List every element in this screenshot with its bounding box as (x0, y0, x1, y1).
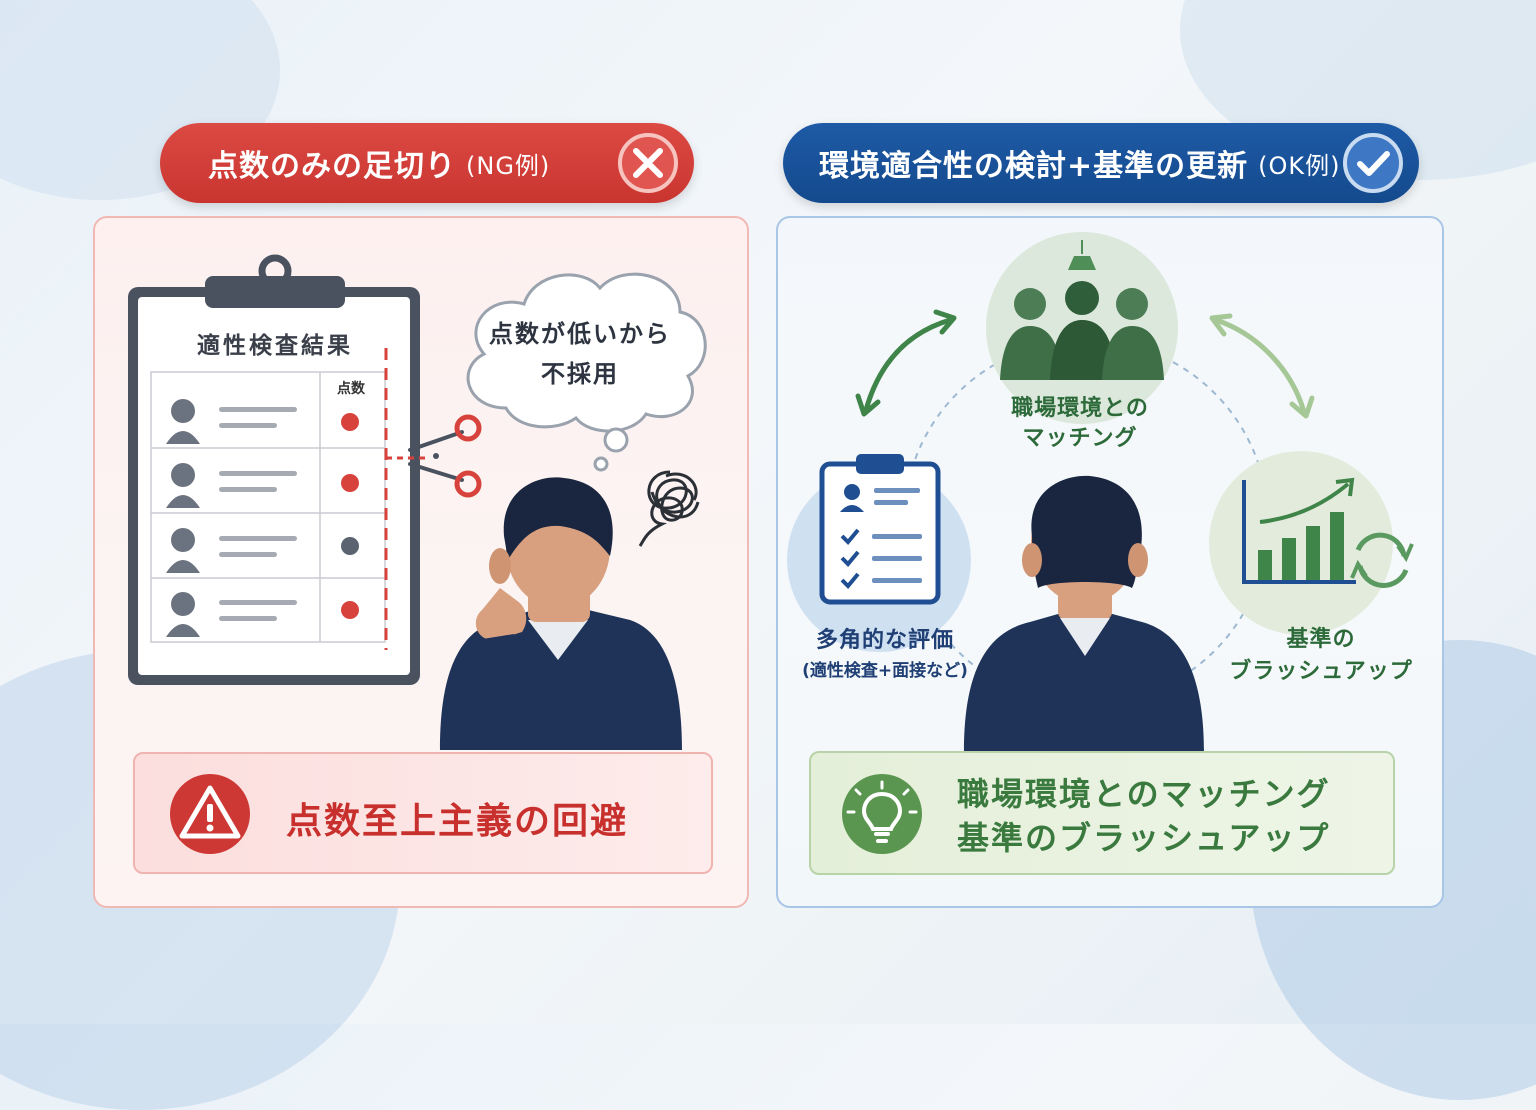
node-standard-label: 基準の ブラッシュアップ (1206, 624, 1436, 688)
node-eval-sub-label: (適性検査+面接など) (802, 661, 968, 681)
thought-line-1: 点数が低いから (489, 320, 671, 348)
growth-chart-icon (1242, 477, 1414, 588)
clipboard-illustration (128, 254, 420, 685)
table-row (166, 592, 359, 637)
table-row (166, 399, 359, 444)
ok-header: 環境適合性の検討+基準の更新 (OK例) (783, 123, 1419, 203)
scissors-icon (384, 348, 482, 650)
node-match-label: 職場環境との マッチング (980, 394, 1180, 454)
table-row (166, 528, 359, 573)
ok-header-title: 環境適合性の検討+基準の更新 (819, 149, 1249, 184)
clipboard-title: 適性検査結果 (197, 333, 353, 359)
lightbulb-icon (842, 774, 922, 854)
ok-summary-text: 職場環境とのマッチング 基準のブラッシュアップ (957, 772, 1331, 860)
x-circle-icon (616, 131, 680, 195)
thought-bubble (466, 272, 707, 472)
node-standard-line-2: ブラッシュアップ (1229, 659, 1413, 684)
ok-header-suffix: (OK例) (1258, 151, 1341, 180)
ng-header-title: 点数のみの足切り (208, 149, 456, 184)
score-column-label: 点数 (337, 381, 365, 397)
ng-header: 点数のみの足切り (NG例) (160, 123, 694, 203)
check-circle-icon (1341, 131, 1405, 195)
warning-text: 点数至上主義の回避 (286, 801, 629, 842)
confusion-scribble-icon (638, 470, 700, 547)
node-eval-label: 多角的な評価 (815, 628, 954, 653)
ok-summary-line-2: 基準のブラッシュアップ (957, 819, 1331, 857)
ng-header-suffix: (NG例) (466, 151, 551, 180)
ok-summary-line-1: 職場環境とのマッチング (957, 775, 1331, 813)
team-meeting-icon (1000, 240, 1164, 380)
thinking-person-illustration (440, 477, 682, 750)
node-match-line-2: マッチング (1022, 426, 1138, 451)
node-match-line-1: 職場環境との (1011, 396, 1149, 421)
node-standard-line-1: 基準の (1286, 627, 1356, 652)
thought-text: 点数が低いから 不採用 (470, 314, 690, 394)
checklist-icon (819, 454, 941, 605)
thought-line-2: 不採用 (541, 360, 619, 388)
table-row (166, 463, 359, 508)
person-back-illustration (964, 475, 1204, 752)
warning-icon (170, 774, 250, 854)
